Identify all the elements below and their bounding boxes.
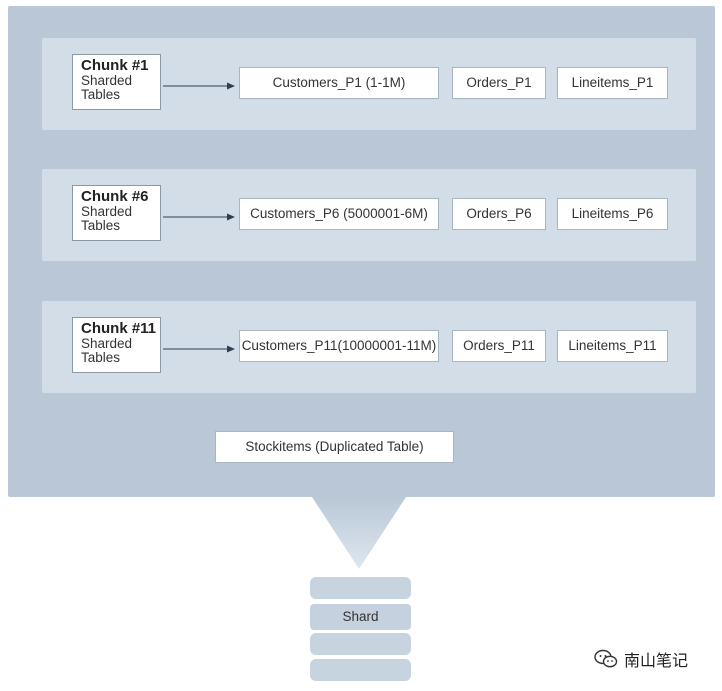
shard-container: Chunk #1 Sharded Tables Customers_P1 (1-…	[8, 6, 715, 497]
chunk-subtitle-line1: Sharded	[81, 73, 133, 88]
orders-table: Orders_P11	[452, 330, 546, 362]
chunk-subtitle-line1: Sharded	[81, 204, 133, 219]
chunk-title: Chunk #6	[81, 188, 149, 205]
lineitems-table: Lineitems_P11	[557, 330, 668, 362]
disk-layer	[310, 633, 411, 655]
lineitems-table: Lineitems_P1	[557, 67, 668, 99]
orders-table: Orders_P6	[452, 198, 546, 230]
chunk-band-1: Chunk #1 Sharded Tables Customers_P1 (1-…	[42, 38, 696, 130]
shard-label: Shard	[342, 609, 379, 624]
lineitems-table: Lineitems_P6	[557, 198, 668, 230]
chunk-label-box: Chunk #6 Sharded Tables	[72, 185, 161, 241]
shard-database-icon: Shard	[310, 577, 411, 685]
arrow-right-icon	[163, 345, 235, 353]
disk-layer	[310, 577, 411, 599]
orders-table: Orders_P1	[452, 67, 546, 99]
disk-layer	[310, 659, 411, 681]
chunk-subtitle-line2: Tables	[81, 350, 121, 365]
chunk-title: Chunk #11	[81, 320, 157, 337]
chunk-title: Chunk #1	[81, 57, 149, 74]
customers-table: Customers_P1 (1-1M)	[239, 67, 439, 99]
chunk-band-6: Chunk #6 Sharded Tables Customers_P6 (50…	[42, 169, 696, 261]
chunk-subtitle-line1: Sharded	[81, 336, 133, 351]
watermark-text: 南山笔记	[624, 653, 689, 670]
arrow-right-icon	[163, 213, 235, 221]
arrow-right-icon	[163, 82, 235, 90]
watermark: 南山笔记	[594, 648, 688, 670]
chunk-subtitle-line2: Tables	[81, 218, 121, 233]
chunk-label-box: Chunk #1 Sharded Tables	[72, 54, 161, 110]
wechat-icon	[594, 649, 618, 668]
chunk-band-11: Chunk #11 Sharded Tables Customers_P11(1…	[42, 301, 696, 393]
customers-table: Customers_P6 (5000001-6M)	[239, 198, 439, 230]
chunk-subtitle-line2: Tables	[81, 87, 121, 102]
chunk-label-box: Chunk #11 Sharded Tables	[72, 317, 161, 373]
duplicated-table-box: Stockitems (Duplicated Table)	[215, 431, 454, 463]
funnel-connector	[312, 497, 406, 569]
customers-table: Customers_P11(10000001-11M)	[239, 330, 439, 362]
disk-layer	[310, 604, 411, 630]
